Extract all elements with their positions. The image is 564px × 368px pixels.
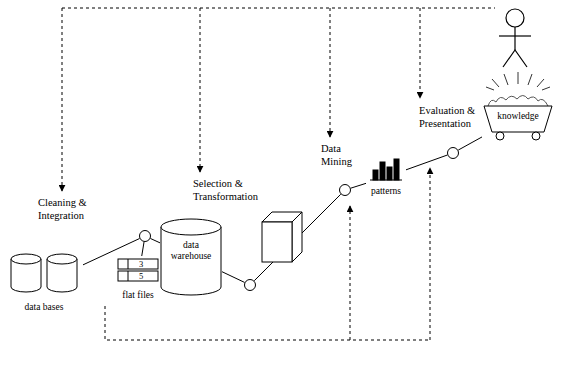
cart-body [484,106,552,132]
shine-ray [486,87,494,90]
person-arms [499,35,531,36]
database-icon: data bases [5,252,83,314]
person-head [506,9,524,27]
process-step: Evaluation & Presentation [447,147,459,159]
chart-bar [380,162,385,180]
feedback-line [105,306,430,340]
file-tile [118,259,158,269]
chart-bar [373,170,378,180]
chart-bar [394,159,399,180]
flow-line [406,155,447,170]
shine-ray [542,87,550,90]
step-heading: Selection & Transformation [193,178,275,203]
node-label: flat files [122,290,153,301]
person-body [514,27,515,50]
tile-digit: 5 [139,271,143,281]
tile-digit: 3 [139,259,143,269]
chart-bar [387,167,392,180]
process-step: Data Mining [339,184,351,196]
cart-rocks [488,96,548,107]
shine-ray [537,79,544,87]
knowledge-cart: knowledge [482,92,554,142]
cart-wheel [496,132,504,140]
feedback-line [62,8,63,191]
node-label: data bases [25,302,64,313]
file-tile [118,271,158,281]
feedback-line [200,8,201,172]
feedback-line [330,8,331,137]
database-cylinder-top [11,254,41,264]
feedback-line [62,8,495,9]
flow-line [222,272,245,283]
cube-side [292,212,302,262]
process-step: Cleaning & Integration [139,230,151,242]
flow-line [351,183,366,188]
file-tile [128,259,129,269]
node-label: knowledge [497,111,539,122]
warehouse-top [161,219,221,235]
step-heading: Evaluation & Presentation [419,105,481,130]
feedback-line [430,168,431,340]
shine-ray [528,74,532,85]
warehouse-body [161,227,221,295]
flow-line [142,242,144,256]
database-cylinder-top [47,254,77,264]
cart-wheel [532,132,540,140]
feedback-line [350,206,351,340]
cube-front [262,222,292,262]
flat-files-icon: flat files [112,256,164,302]
shine-ray [504,74,508,85]
warehouse-cylinder: data warehouse [160,218,222,296]
shine-ray [492,79,499,87]
file-tile [128,271,129,281]
step-heading: Data Mining [321,143,365,168]
person-legs [503,50,527,67]
flow-line [150,238,160,242]
process-step: Selection & Transformation [244,279,256,291]
node-label: patterns [371,186,401,197]
flow-line [458,137,482,150]
shine-ray [518,72,519,84]
flow-line [254,194,341,281]
patterns-chart: patterns [366,156,406,198]
feedback-line [420,8,421,98]
step-heading: Cleaning & Integration [38,197,100,222]
node-label: data warehouse [164,240,218,263]
